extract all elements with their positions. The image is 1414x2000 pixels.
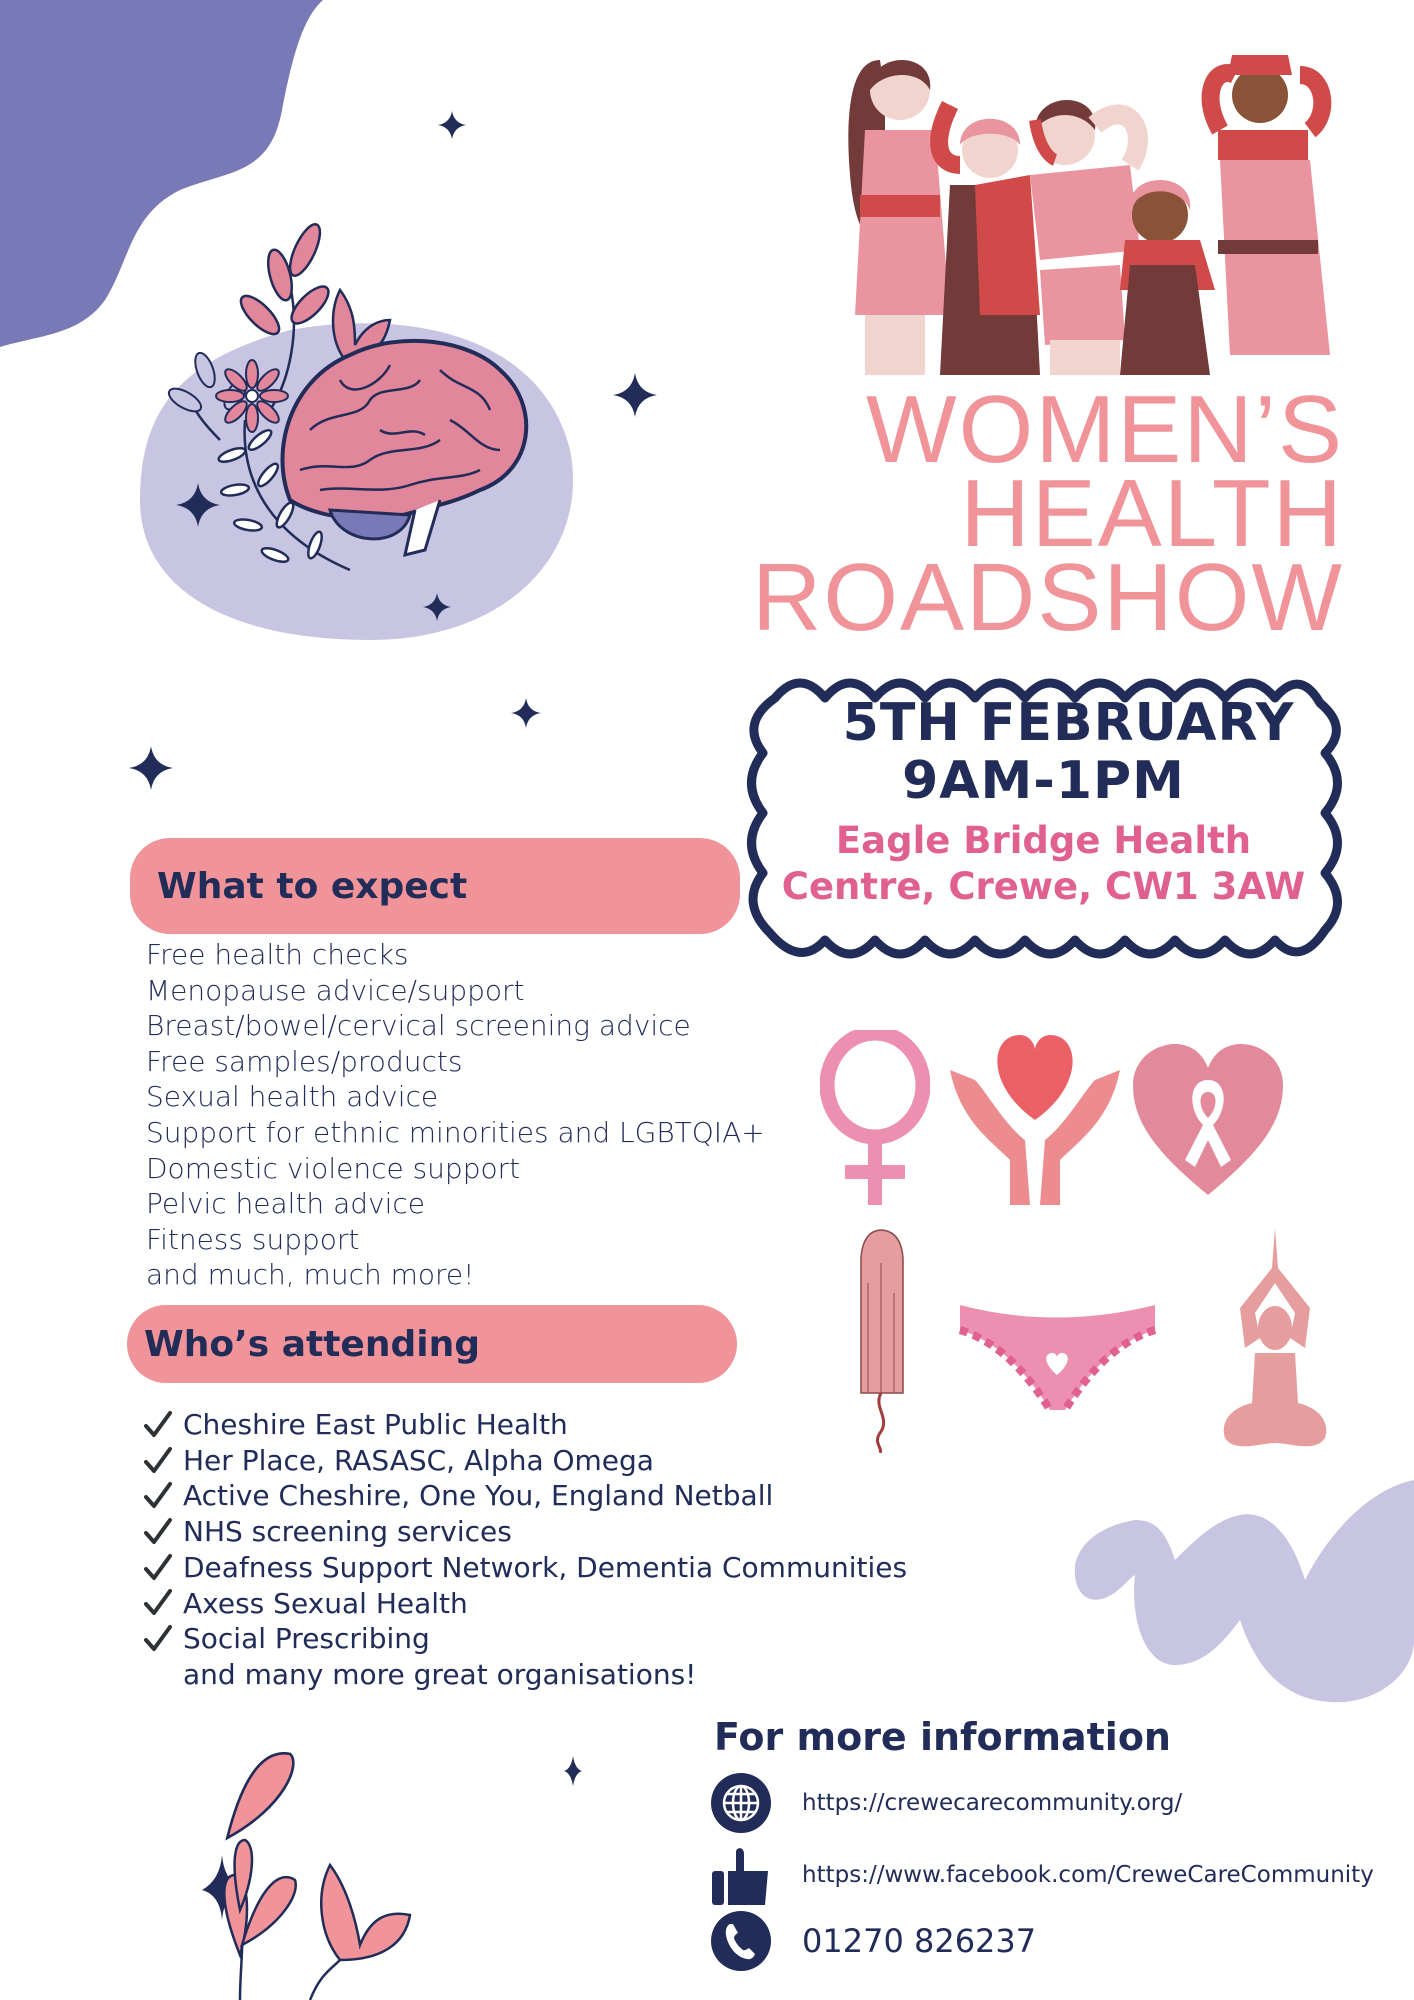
contact-heading: For more information xyxy=(714,1715,1171,1759)
hands-holding-heart-icon xyxy=(950,1035,1120,1205)
event-details-frame xyxy=(747,678,1342,959)
checkmark-icon xyxy=(144,1410,172,1437)
event-title: WOMEN’S HEALTH ROADSHOW xyxy=(724,376,1344,651)
globe-icon xyxy=(711,1773,771,1833)
list-item: Menopause advice/support xyxy=(146,973,525,1007)
event-date: 5TH FEBRUARY xyxy=(842,693,1295,753)
website-url[interactable]: https://crewecarecommunity.org/ xyxy=(802,1790,1183,1816)
facebook-link[interactable]: https://www.facebook.com/CreweCareCommun… xyxy=(710,1844,1374,1906)
list-item: Free health checks xyxy=(146,938,409,971)
list-item: Her Place, RASASC, Alpha Omega xyxy=(143,1443,907,1479)
list-item: Axess Sexual Health xyxy=(143,1586,907,1622)
list-item: Deafness Support Network, Dementia Commu… xyxy=(143,1550,907,1586)
venue-line-1: Eagle Bridge Health xyxy=(835,819,1252,862)
checkmark-icon xyxy=(144,1589,172,1616)
decorative-blob-bottom-right xyxy=(1074,1480,1414,1703)
brain-with-flowers-illustration xyxy=(140,223,574,640)
list-item: Social Prescribing xyxy=(143,1621,907,1657)
whos-attending-list: Cheshire East Public Health Her Place, R… xyxy=(143,1407,907,1693)
title-line-1: WOMEN’S xyxy=(866,376,1344,483)
sparkle-icon xyxy=(511,698,541,728)
sparkle-icon xyxy=(129,746,173,790)
list-item: Active Cheshire, One You, England Netbal… xyxy=(143,1478,907,1514)
checkmark-icon xyxy=(144,1553,172,1580)
checkmark-icon xyxy=(144,1517,172,1544)
list-item: Support for ethnic minorities and LGBTQI… xyxy=(146,1115,765,1149)
what-to-expect-list: Free health checks Menopause advice/supp… xyxy=(146,937,765,1293)
sparkle-icon xyxy=(564,1756,582,1786)
sparkle-icon xyxy=(423,593,451,621)
list-item: Sexual health advice xyxy=(146,1080,439,1114)
section-heading: Who’s attending xyxy=(144,1323,480,1365)
whos-attending-header: Who’s attending xyxy=(127,1305,737,1383)
decorative-blob-top-left xyxy=(0,0,323,347)
event-time: 9AM-1PM xyxy=(902,751,1185,811)
list-item: Breast/bowel/cervical screening advice xyxy=(146,1009,691,1043)
phone-icon xyxy=(711,1911,771,1971)
title-line-3: ROADSHOW xyxy=(752,544,1344,651)
sparkle-icon xyxy=(176,483,220,527)
section-heading: What to expect xyxy=(157,865,468,907)
list-footer: and many more great organisations! xyxy=(183,1657,697,1691)
female-symbol-icon xyxy=(820,1030,930,1205)
group-of-women-illustration xyxy=(848,55,1332,375)
list-item: NHS screening services xyxy=(143,1514,907,1550)
phone-contact[interactable]: 01270 826237 xyxy=(710,1910,1036,1972)
checkmark-icon xyxy=(144,1625,172,1652)
tampon-icon xyxy=(860,1229,904,1453)
underwear-icon xyxy=(958,1305,1157,1413)
title-line-2: HEALTH xyxy=(960,460,1344,567)
list-item: and much, much more! xyxy=(146,1258,475,1292)
facebook-url[interactable]: https://www.facebook.com/CreweCareCommun… xyxy=(802,1862,1374,1888)
event-details: 5TH FEBRUARY 9AM-1PM Eagle Bridge Health… xyxy=(735,694,1352,910)
flowers-illustration xyxy=(202,1752,412,2000)
what-to-expect-header: What to expect xyxy=(130,838,740,934)
list-item: Cheshire East Public Health xyxy=(143,1407,907,1443)
venue-line-2: Centre, Crewe, CW1 3AW xyxy=(781,865,1306,908)
list-item: Domestic violence support xyxy=(146,1151,521,1185)
checkmark-icon xyxy=(144,1446,172,1473)
thumbs-up-icon xyxy=(712,1848,768,1905)
list-item: Fitness support xyxy=(146,1222,360,1256)
yoga-pose-icon xyxy=(1223,1228,1327,1447)
website-link[interactable]: https://crewecarecommunity.org/ xyxy=(710,1772,1182,1834)
list-item: Free samples/products xyxy=(146,1044,463,1078)
sparkle-icon xyxy=(613,373,657,417)
checkmark-icon xyxy=(144,1482,172,1509)
list-item: Pelvic health advice xyxy=(146,1187,425,1221)
ribbon-heart-icon xyxy=(1133,1044,1283,1195)
sparkle-icon xyxy=(438,111,466,139)
phone-number[interactable]: 01270 826237 xyxy=(802,1922,1037,1960)
event-venue: Eagle Bridge Health Centre, Crewe, CW1 3… xyxy=(735,818,1352,910)
